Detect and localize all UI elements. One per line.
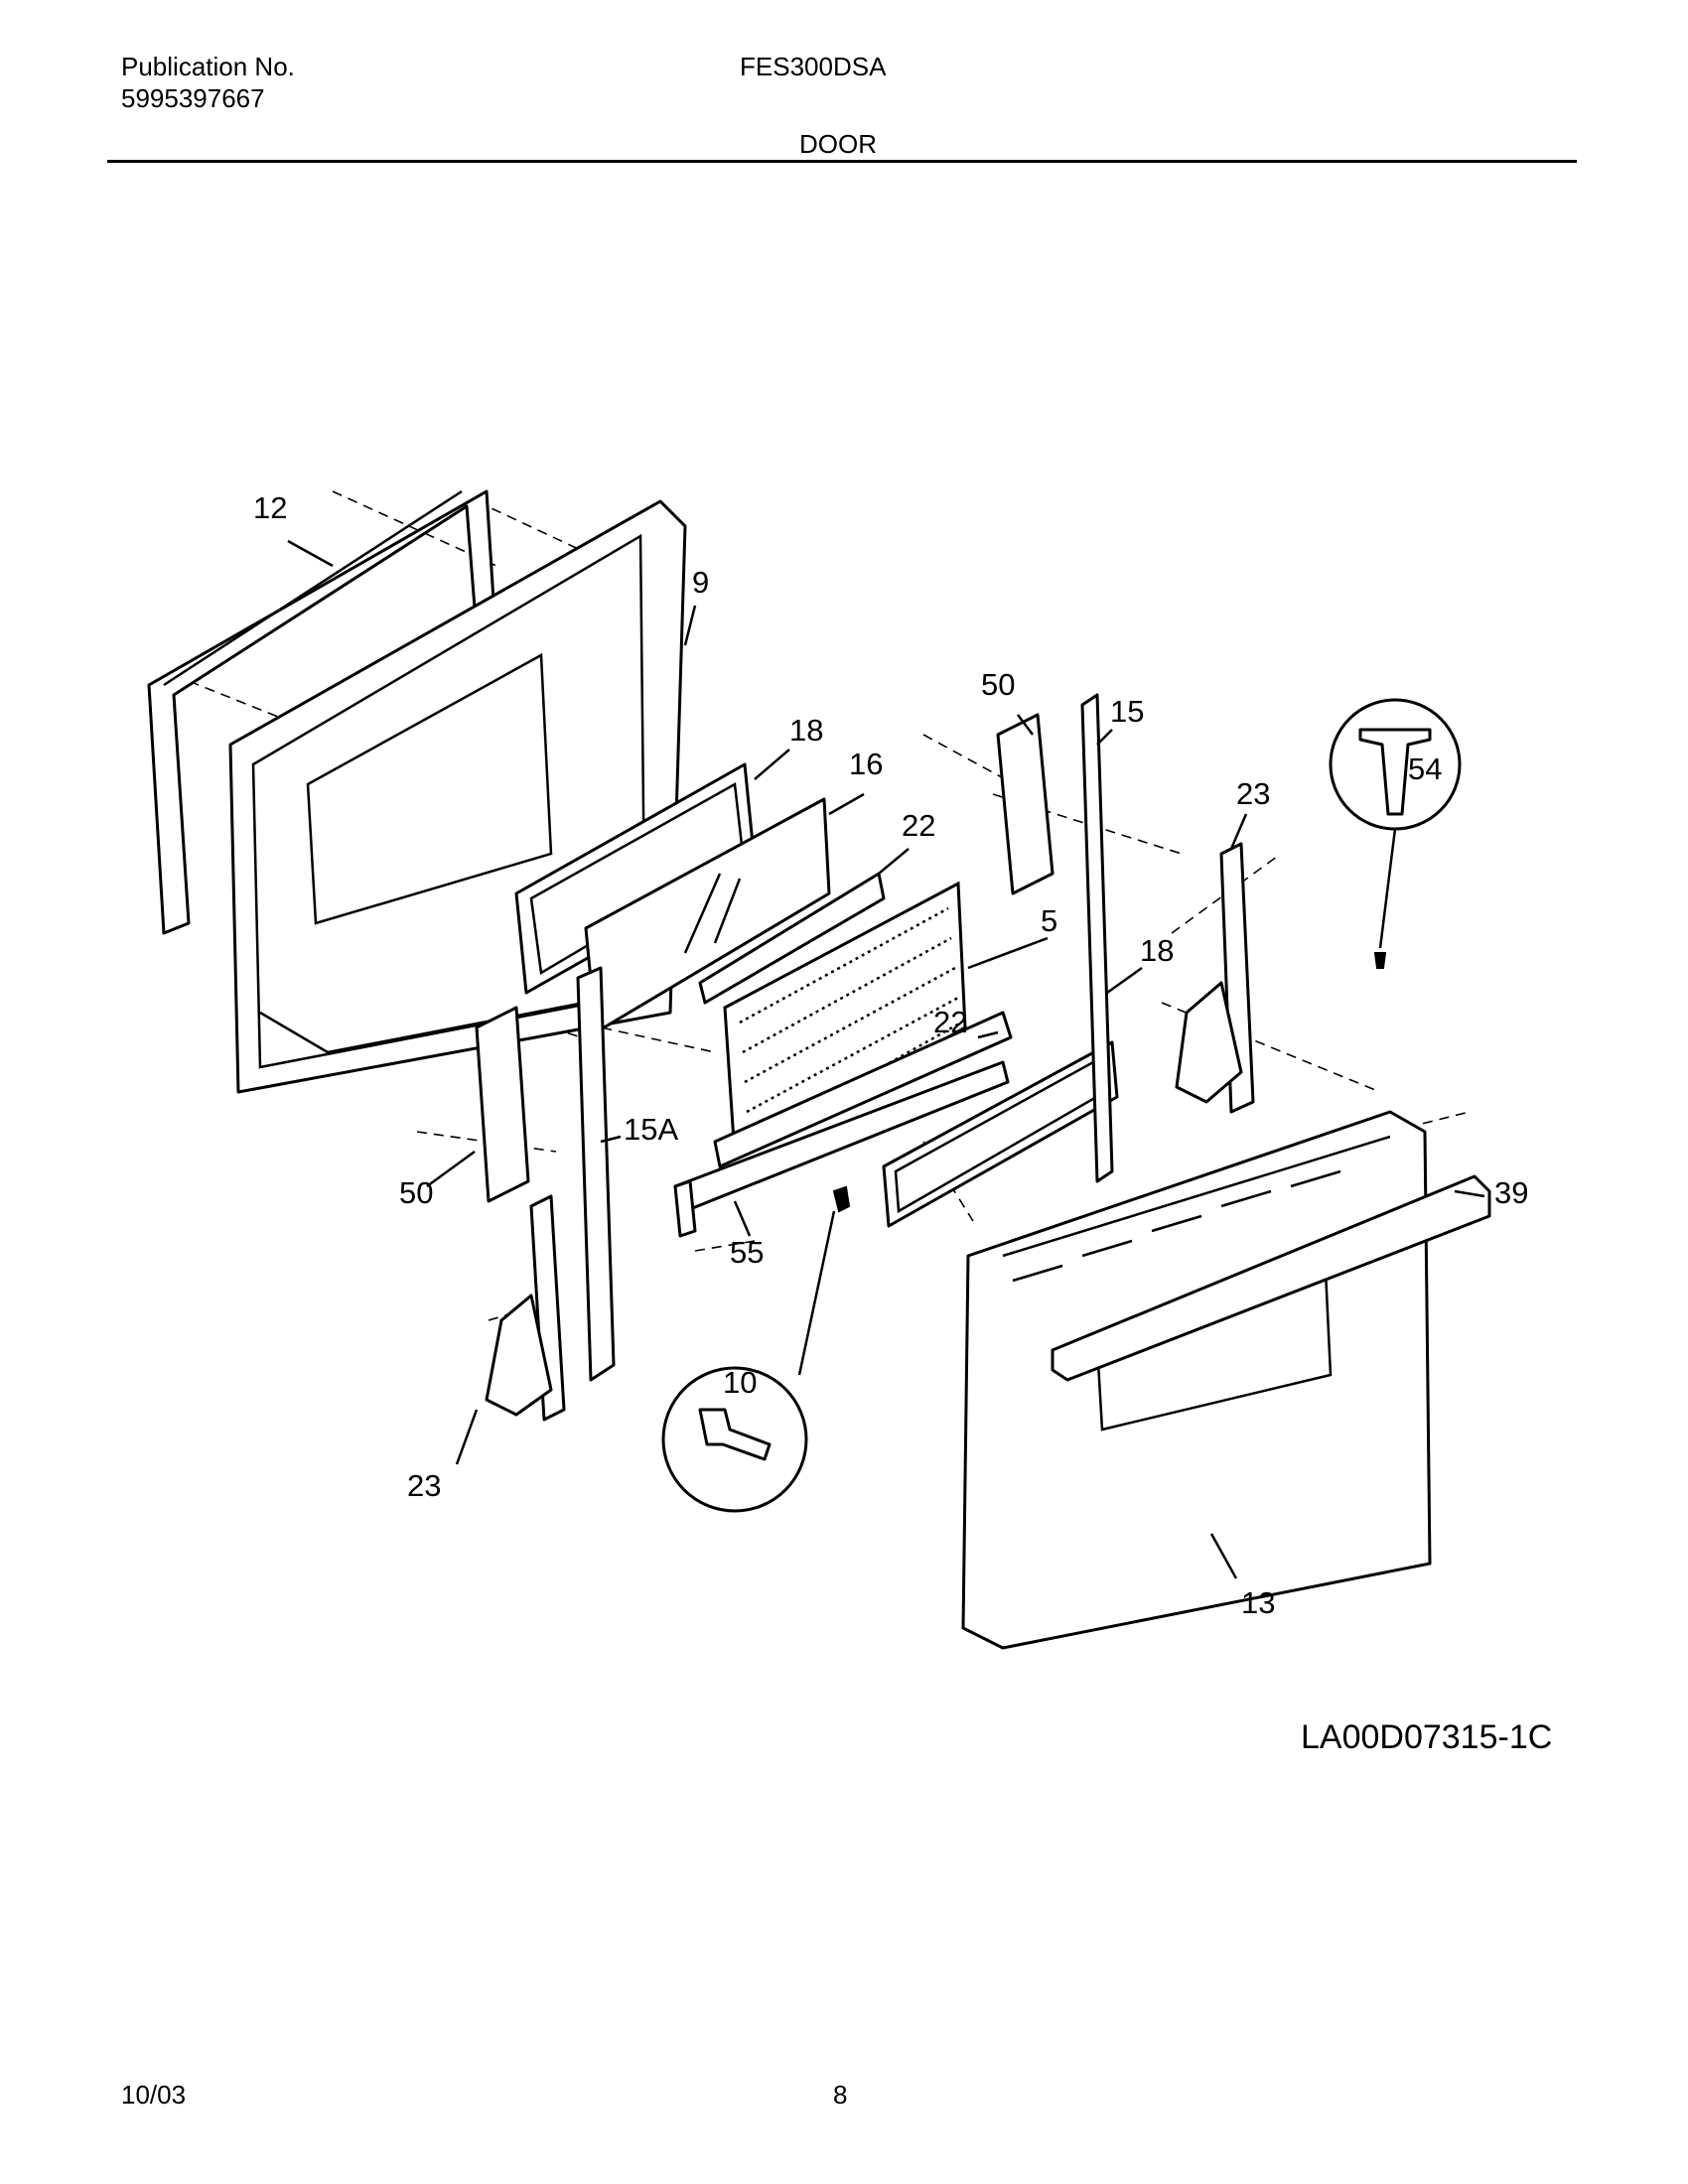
callout-18-lower: 18 <box>1140 933 1174 968</box>
callout-13: 13 <box>1241 1585 1275 1620</box>
side-channel-15a <box>576 966 616 1382</box>
callout-50-left: 50 <box>399 1175 433 1210</box>
model-number: FES300DSA <box>740 52 887 81</box>
publication-number: 5995397667 <box>121 83 265 113</box>
callout-15a: 15A <box>624 1112 678 1147</box>
door-handle-39 <box>1051 1174 1491 1382</box>
detail-circle-10 <box>661 1185 851 1513</box>
callout-12: 12 <box>253 490 287 525</box>
hinge-bracket-50-left <box>475 1006 530 1203</box>
callout-23-left: 23 <box>407 1468 441 1503</box>
outer-door-13 <box>961 1110 1432 1650</box>
callout-leaders <box>287 539 1485 1579</box>
glass-retainer-22-lower <box>713 1011 1013 1168</box>
callout-18-upper: 18 <box>789 713 823 748</box>
detail-circle-54 <box>1329 698 1462 969</box>
side-channel-15 <box>1080 693 1114 1183</box>
header-rule <box>107 160 1577 163</box>
callout-22-lower: 22 <box>933 1005 967 1039</box>
callout-23-right: 23 <box>1236 776 1270 811</box>
drawing-id: LA00D07315-1C <box>1301 1718 1553 1756</box>
callout-22-upper: 22 <box>902 808 935 843</box>
callout-39: 39 <box>1494 1175 1528 1210</box>
callout-55: 55 <box>730 1235 764 1270</box>
callout-10: 10 <box>723 1365 757 1400</box>
door-gasket-12 <box>147 489 503 935</box>
insulation-5 <box>723 881 967 1160</box>
bottom-trim-55 <box>673 1060 1010 1238</box>
hinge-23-left <box>485 1194 566 1422</box>
section-title: DOOR <box>799 129 877 159</box>
page-number: 8 <box>833 2080 848 2110</box>
callout-5: 5 <box>1041 903 1057 938</box>
publication-label: Publication No. <box>121 52 295 81</box>
callout-54: 54 <box>1408 751 1442 786</box>
callout-9: 9 <box>692 565 709 600</box>
callout-50-right: 50 <box>981 667 1015 702</box>
footer-date: 10/03 <box>121 2080 187 2110</box>
callout-labels: 12 9 18 16 22 5 50 15 23 54 18 22 15A 50… <box>253 490 1528 1620</box>
hinge-23-right <box>1175 842 1255 1114</box>
callout-16: 16 <box>849 747 883 781</box>
callout-15: 15 <box>1110 694 1144 729</box>
glass-retainer-22-upper <box>698 872 886 1005</box>
hinge-bracket-50-right <box>996 713 1055 895</box>
